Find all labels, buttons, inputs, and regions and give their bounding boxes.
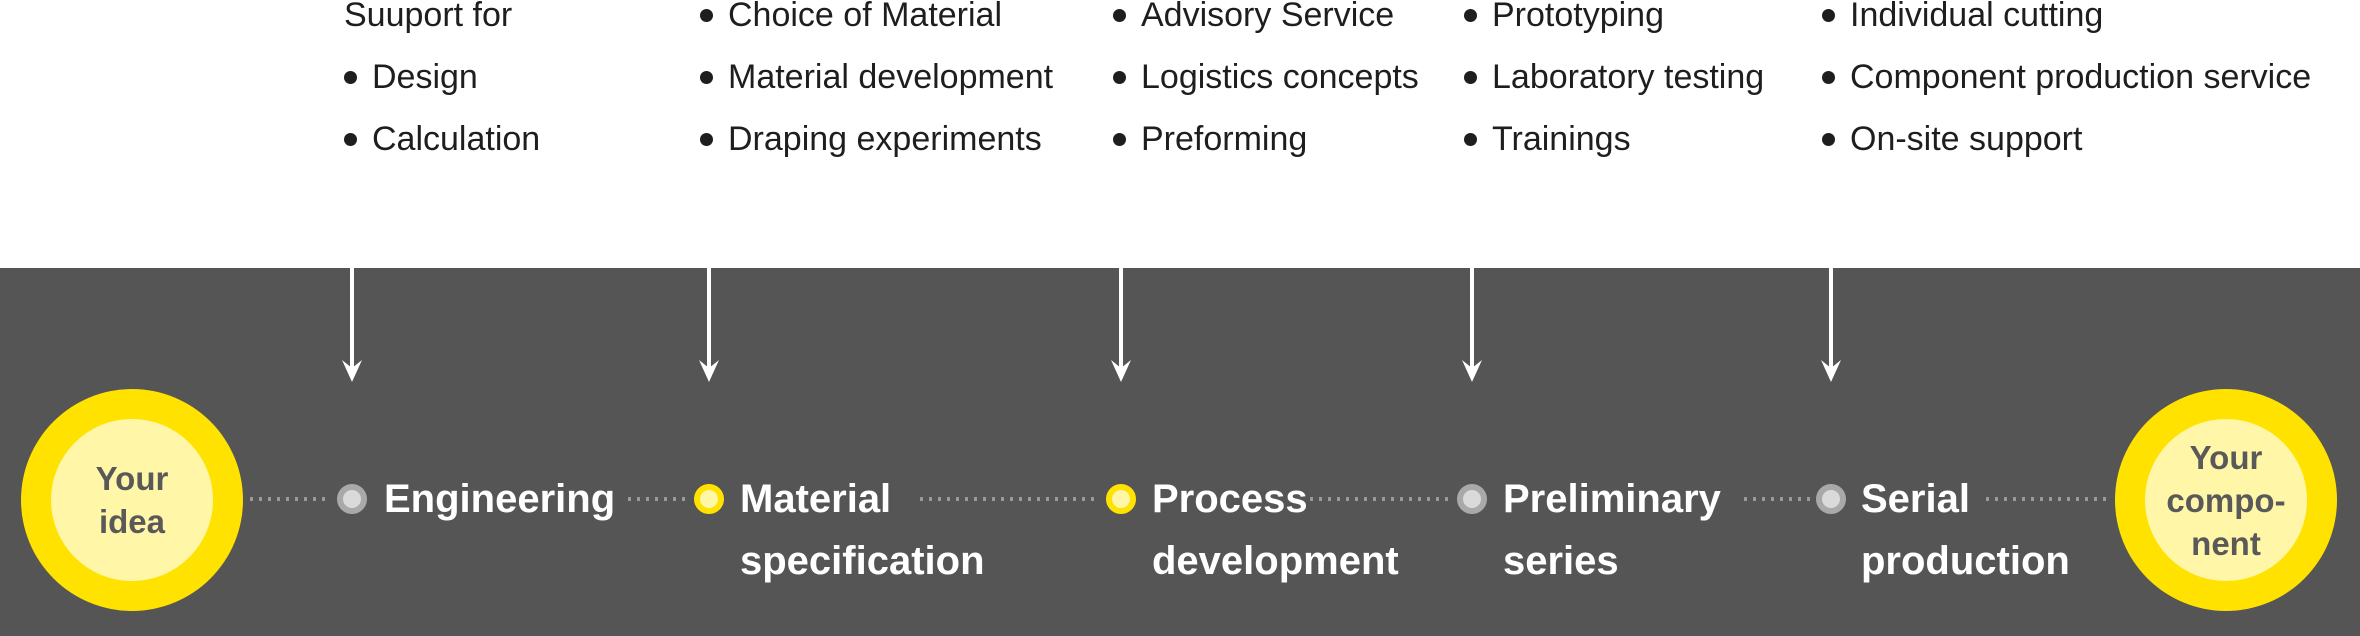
start-node-your-idea: Your idea — [21, 389, 243, 611]
stage-node-preliminary-series — [1457, 484, 1487, 514]
bullet-item: Material development — [700, 60, 1053, 94]
stage-node-serial-production — [1816, 484, 1846, 514]
bullet-item: Logistics concepts — [1113, 60, 1419, 94]
bullet-item: Laboratory testing — [1464, 60, 1764, 94]
bullet-item: Advisory Service — [1113, 0, 1394, 32]
stage-label-engineering: Engineering — [384, 477, 616, 521]
bullet-item: Trainings — [1464, 122, 1631, 156]
stage-node-process-development — [1106, 484, 1136, 514]
start-node-label: Your idea — [95, 460, 169, 540]
bullet-item: Individual cutting — [1822, 0, 2103, 32]
stage-label-serial-production: Serial production — [1861, 477, 2070, 583]
bullet-item: Component production service — [1822, 60, 2311, 94]
bullet-item: Calculation — [344, 122, 540, 156]
stage-label-process-development: Process development — [1152, 477, 1399, 583]
bullet-item: On-site support — [1822, 122, 2082, 156]
bullet-item: Draping experiments — [700, 122, 1042, 156]
bullet-item: Choice of Material — [700, 0, 1002, 32]
stage-label-material-specification: Material specification — [740, 477, 985, 583]
bullet-item: Preforming — [1113, 122, 1307, 156]
stage-node-engineering — [337, 484, 367, 514]
stage-node-material-specification — [694, 484, 724, 514]
process-band — [0, 268, 2360, 636]
column-header: Suuport for — [344, 0, 513, 34]
bullet-item: Prototyping — [1464, 0, 1664, 32]
stage-label-preliminary-series: Preliminary series — [1503, 477, 1721, 583]
end-node-label: Your compo- nent — [2166, 438, 2286, 562]
end-node-your-component: Your compo- nent — [2115, 389, 2337, 611]
bullet-item: Design — [344, 60, 478, 94]
